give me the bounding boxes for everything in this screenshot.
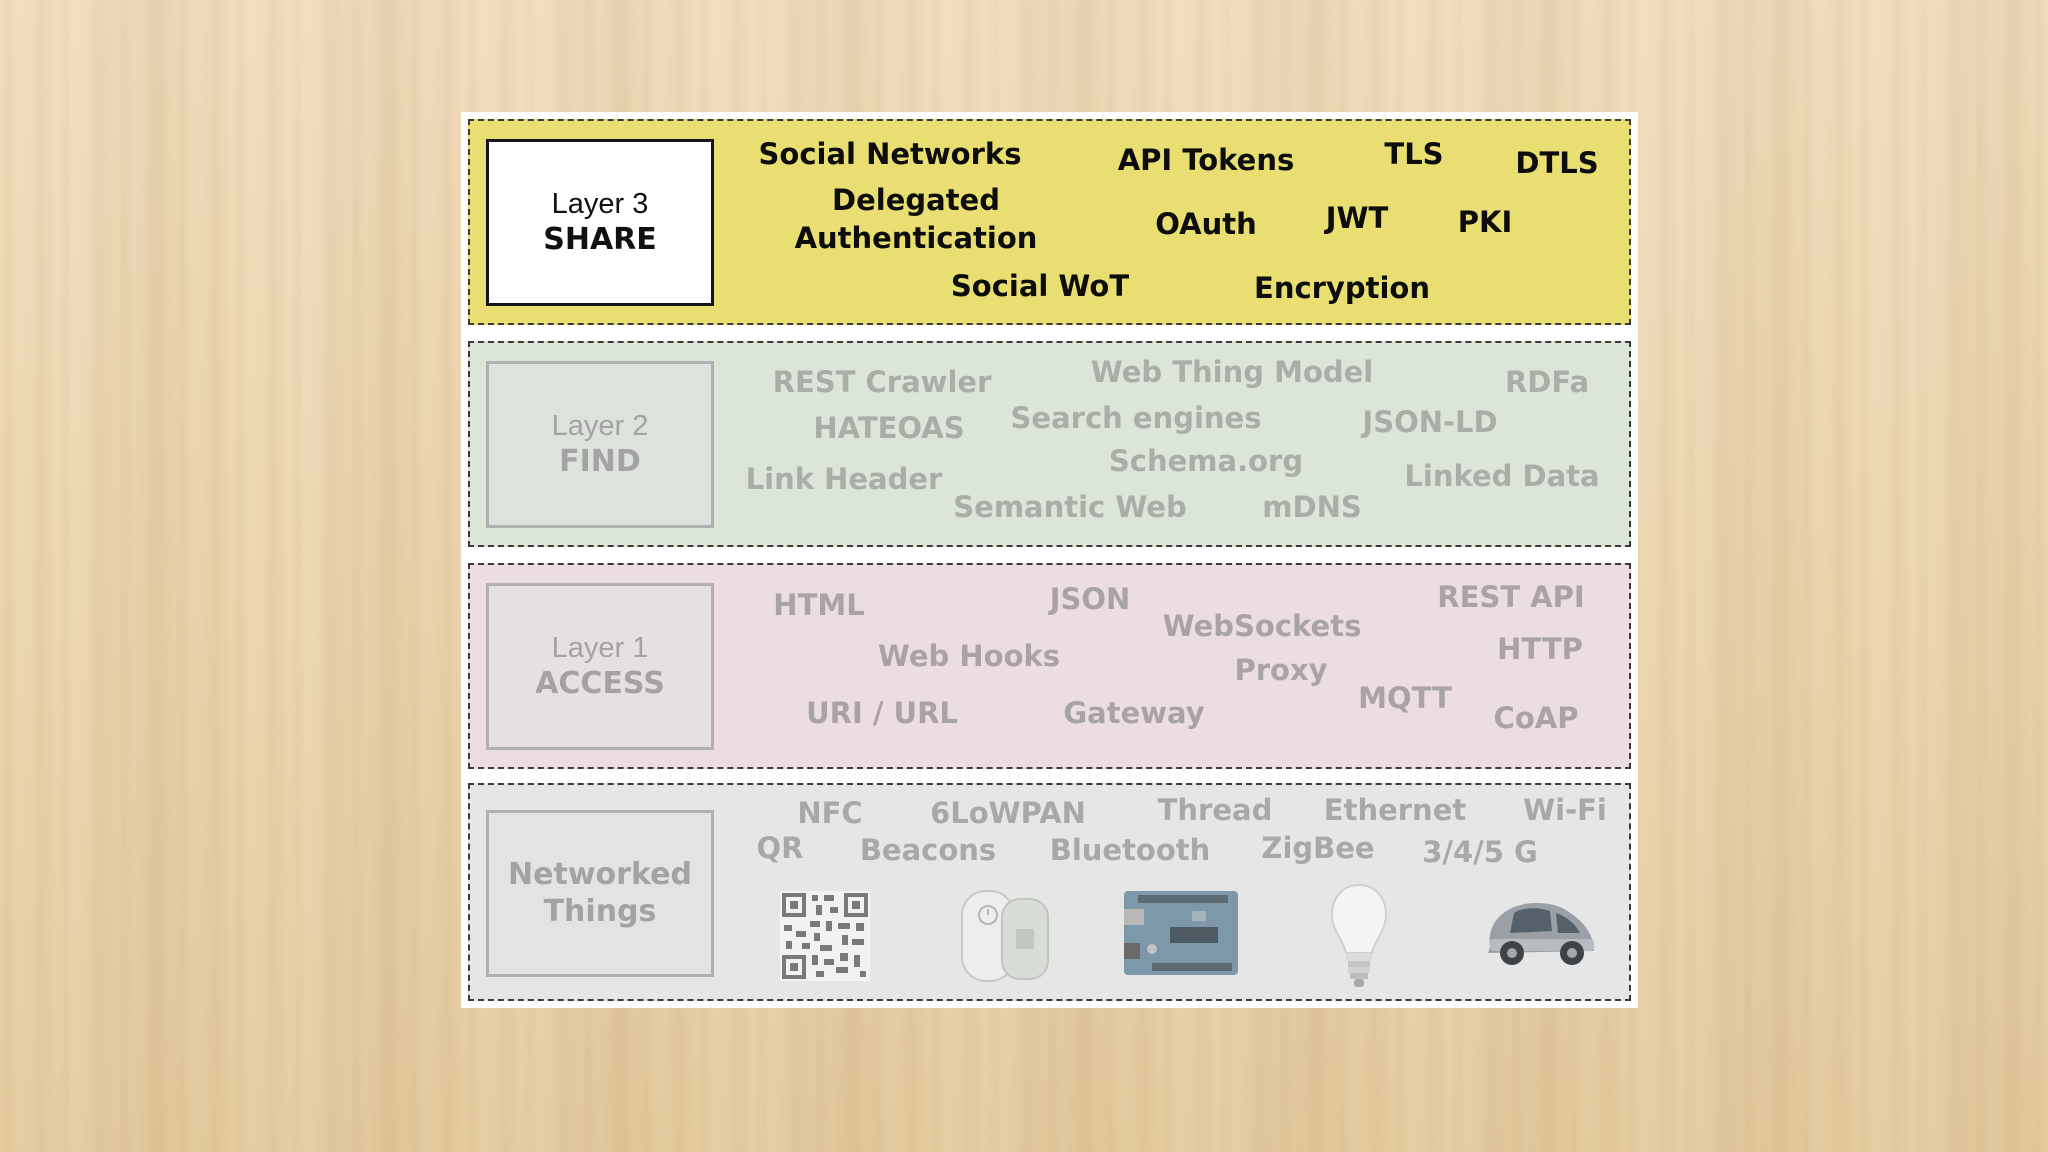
networked-things-label-box: Networked Things [486,810,714,977]
term-coap: CoAP [1493,701,1579,735]
layer-3-label-box: Layer 3 SHARE [486,139,714,306]
layer-number: Layer 1 [551,631,649,664]
layer-number: Layer 2 [551,409,649,442]
term-uri-url: URI / URL [806,696,958,730]
term-websockets: WebSockets [1162,609,1362,643]
term-pki: PKI [1457,205,1513,239]
term-qr: QR [756,831,804,865]
smart-bulb-icon [1330,883,1388,987]
layer-1-label-box: Layer 1 ACCESS [486,583,714,750]
layer-name: FIND [559,443,641,479]
term-hateoas: HATEOAS [813,411,965,445]
term-proxy: Proxy [1234,653,1328,687]
layer-name: SHARE [543,221,657,257]
qr-code-icon [780,891,870,981]
layer-name-line-1: Networked [508,856,692,892]
layer-2-label-box: Layer 2 FIND [486,361,714,528]
term-gateway: Gateway [1063,696,1205,730]
layer-1-access: Layer 1 ACCESS HTML JSON REST API WebSoc… [468,563,1631,769]
term-tls: TLS [1384,137,1444,171]
term-rest-crawler: REST Crawler [772,365,992,399]
smart-car-icon [1488,903,1594,965]
term-html: HTML [773,588,865,622]
term-beacons: Beacons [859,833,997,867]
term-dtls: DTLS [1515,146,1599,180]
term-encryption: Encryption [1254,271,1430,305]
term-link-header: Link Header [745,462,943,496]
term-bluetooth: Bluetooth [1049,833,1211,867]
term-nfc: NFC [797,796,863,830]
layer-2-find: Layer 2 FIND REST Crawler Web Thing Mode… [468,341,1631,547]
term-rest-api: REST API [1437,580,1585,614]
term-social-networks: Social Networks [758,137,1022,171]
term-web-thing-model: Web Thing Model [1090,355,1374,389]
layer-3-share: Layer 3 SHARE Social Networks API Tokens… [468,119,1631,325]
term-zigbee: ZigBee [1261,831,1375,865]
layer-name-line-2: Things [543,893,657,929]
term-semantic-web: Semantic Web [953,490,1187,524]
term-wi-fi: Wi-Fi [1523,793,1607,827]
term-jwt: JWT [1325,201,1389,235]
term-linked-data: Linked Data [1404,459,1600,493]
term-api-tokens: API Tokens [1117,143,1295,177]
layer-number: Layer 3 [551,187,649,220]
layered-architecture-diagram: Layer 3 SHARE Social Networks API Tokens… [461,112,1638,1008]
term-mdns: mDNS [1262,490,1362,524]
term-schema-org: Schema.org [1108,444,1304,478]
term-delegated: Delegated [832,183,1000,217]
term-oauth: OAuth [1155,207,1257,241]
beacon-icon [961,890,1049,982]
layer-name: ACCESS [535,665,665,701]
term-6lowpan: 6LoWPAN [930,796,1086,830]
term-json-ld: JSON-LD [1362,405,1498,439]
term-mqtt: MQTT [1358,681,1452,715]
term-3-4-5-g: 3/4/5 G [1422,835,1538,869]
term-rdfa: RDFa [1504,365,1590,399]
term-authentication: Authentication [794,221,1038,255]
networked-things-layer: Networked Things NFC 6LoWPAN Thread Ethe… [468,783,1631,1001]
term-json: JSON [1049,582,1131,616]
term-social-wot: Social WoT [950,269,1130,303]
term-thread: Thread [1157,793,1273,827]
arduino-board-icon [1124,891,1238,975]
term-ethernet: Ethernet [1323,793,1467,827]
term-web-hooks: Web Hooks [877,639,1061,673]
term-http: HTTP [1497,632,1583,666]
term-search-engines: Search engines [1010,401,1262,435]
